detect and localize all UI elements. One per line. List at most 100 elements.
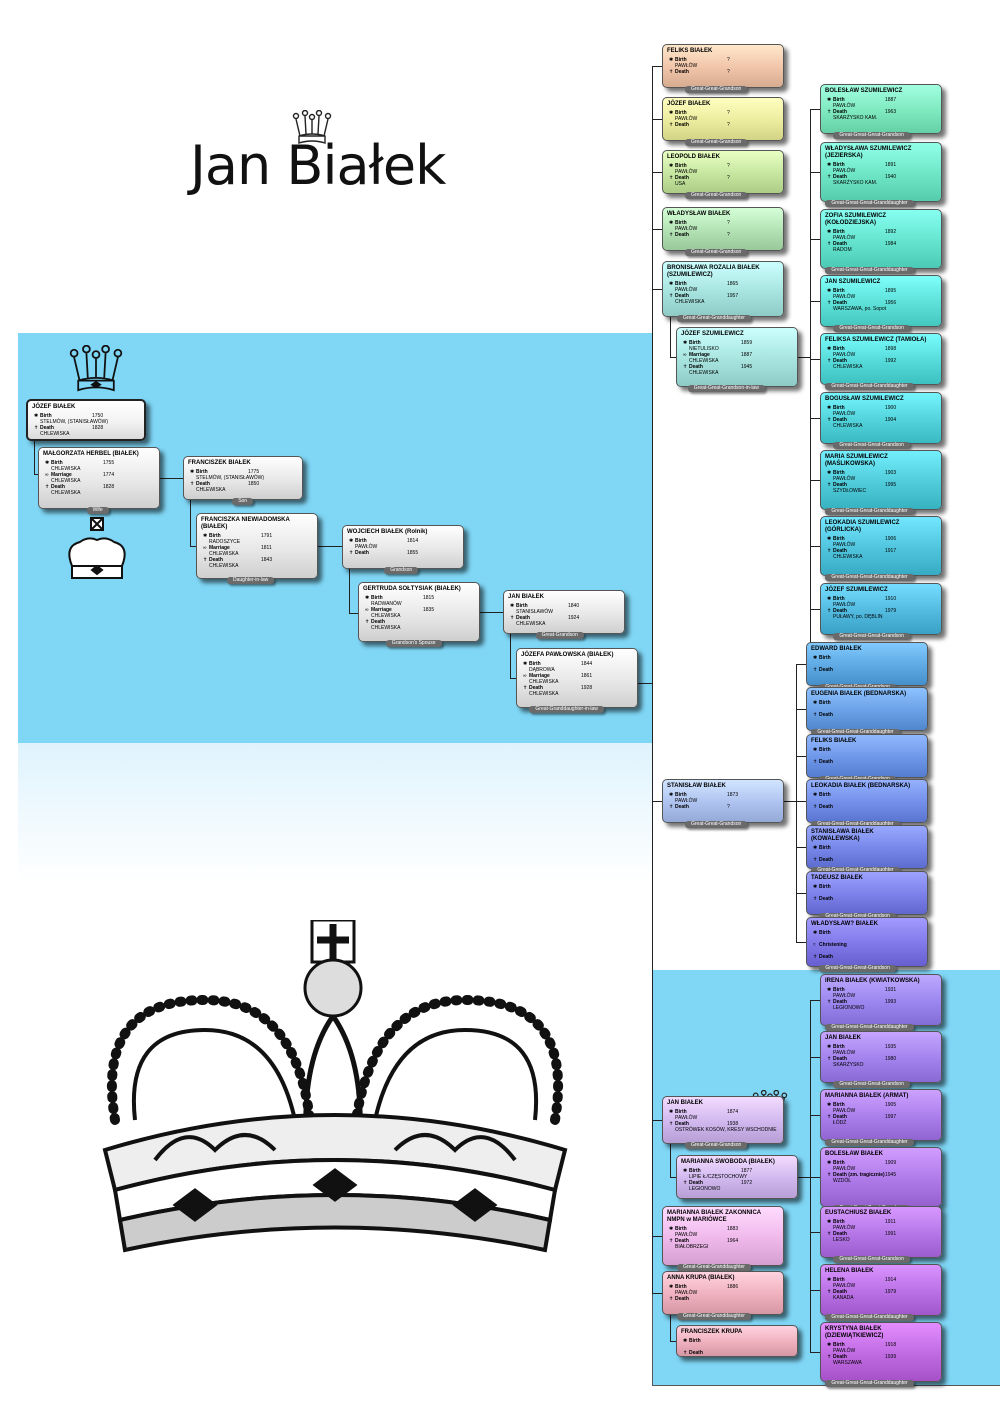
- event-place: CHLEWISKA: [833, 364, 863, 370]
- relationship-label: Great-Great-Great-Grandson: [833, 132, 910, 139]
- event-label: Birth: [675, 1109, 687, 1115]
- person-card[interactable]: JÓZEF BIAŁEK✱Birth?PAWŁÓW✝Death?: [662, 97, 784, 141]
- matriarch-crown-icon: [68, 517, 126, 579]
- person-card[interactable]: EUGENIA BIAŁEK (BEDNARSKA)✱Birth✝Death: [806, 687, 928, 731]
- relationship-label: Great-Great-Grandson-in-law: [687, 385, 765, 392]
- event-label: Marriage: [529, 673, 550, 679]
- event-label: Birth: [833, 1219, 845, 1225]
- event-year: 1835: [423, 607, 435, 613]
- connector-line: [810, 1115, 820, 1116]
- connector-line: [190, 500, 191, 546]
- connector-line: [798, 357, 810, 358]
- person-card[interactable]: BRONISŁAWA ROZALIA BIAŁEK (SZUMILEWICZ)✱…: [662, 261, 784, 317]
- connector-line: [652, 1120, 662, 1121]
- person-card[interactable]: EDWARD BIAŁEK✱Birth✝Death: [806, 642, 928, 686]
- person-card[interactable]: WŁADYSŁAW? BIAŁEK✱Birth≈Christening✝Deat…: [806, 917, 928, 967]
- death-icon: ✝: [827, 1354, 832, 1360]
- event-place: PAWŁÓW: [675, 63, 698, 69]
- event-row: ✱Birth: [813, 700, 927, 706]
- connector-line: [670, 357, 676, 358]
- event-label: Death: [689, 364, 703, 370]
- event-label: Death: [675, 293, 689, 299]
- event-place: CHLEWISKA: [51, 466, 81, 472]
- event-label: Death: [833, 241, 847, 247]
- event-place: SKARŻYSKO KAM.: [833, 115, 878, 121]
- person-card[interactable]: LEOKADIA BIAŁEK (BEDNARSKA)✱Birth✝Death: [806, 779, 928, 823]
- person-name: LEOKADIA BIAŁEK (BEDNARSKA): [811, 783, 911, 789]
- event-label: Birth: [833, 596, 845, 602]
- connector-line: [652, 229, 662, 230]
- event-year: 1755: [103, 460, 115, 466]
- birth-icon: ✱: [365, 595, 370, 601]
- person-name: JAN BIAŁEK: [667, 1100, 704, 1106]
- birth-icon: ✱: [827, 596, 832, 602]
- person-card[interactable]: FELIKS BIAŁEK✱Birth?PAWŁÓW✝Death?: [662, 44, 784, 88]
- death-icon: ✝: [813, 712, 818, 718]
- person-card[interactable]: LEOPOLD BIAŁEK✱Birth?PAWŁÓW✝Death?USA: [662, 150, 784, 194]
- person-name: BOLESŁAW BIAŁEK: [825, 1151, 883, 1157]
- person-card[interactable]: TADEUSZ BIAŁEK✱Birth✝Death: [806, 871, 928, 915]
- connector-line: [34, 441, 35, 474]
- death-icon: ✝: [827, 241, 832, 247]
- person-card[interactable]: MARIANNA BIAŁEK ZAKONNICA NMPN w MARIÓWC…: [662, 1206, 784, 1266]
- event-label: Birth: [819, 884, 831, 890]
- person-card[interactable]: FRANCISZEK KRUPA✱Birth✝Death: [676, 1325, 798, 1357]
- person-card[interactable]: FELIKS BIAŁEK✱Birth✝Death: [806, 734, 928, 778]
- event-year: 1840: [568, 603, 580, 609]
- event-label: Death: [516, 615, 530, 621]
- event-place: [675, 238, 783, 244]
- event-label: Birth: [833, 346, 845, 352]
- event-year: 1903: [885, 470, 897, 476]
- person-card[interactable]: WŁADYSŁAW BIAŁEK✱Birth?PAWŁÓW✝Death?: [662, 207, 784, 251]
- event-label: Birth: [819, 747, 831, 753]
- event-label: Death: [819, 667, 833, 673]
- event-year: 1814: [407, 538, 419, 544]
- person-name: HELENA BIAŁEK: [825, 1268, 874, 1274]
- event-year: 1895: [885, 288, 897, 294]
- event-year: 1874: [727, 1109, 739, 1115]
- event-label: Death: [675, 232, 689, 238]
- birth-icon: ✱: [827, 288, 832, 294]
- person-card[interactable]: STANISŁAWA BIAŁEK (KOWALEWSKA)✱Birth✝Dea…: [806, 825, 928, 869]
- person-card[interactable]: WŁADYSŁAWA SZUMILEWICZ (JEZIERSKA)✱Birth…: [820, 142, 942, 202]
- event-year: 1850: [248, 481, 260, 487]
- death-icon: ✝: [669, 232, 674, 238]
- event-place: CHLEWISKA: [51, 478, 81, 484]
- connector-line: [510, 678, 516, 679]
